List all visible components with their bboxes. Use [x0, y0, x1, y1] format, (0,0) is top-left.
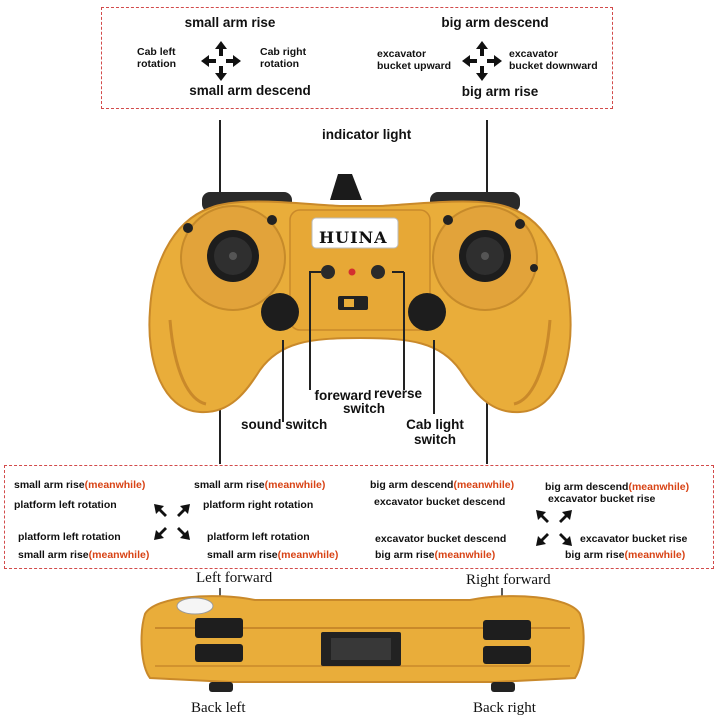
- left-down-label: small arm descend: [189, 83, 311, 98]
- bl-tl-line2: platform left rotation: [14, 499, 117, 511]
- bl-bl-line1: platform left rotation: [18, 531, 121, 543]
- left-stick-cross-arrows-icon: [201, 41, 241, 81]
- controller-image: [148, 174, 572, 414]
- switch-label: switch: [342, 401, 385, 416]
- right-forward-label: Right forward: [466, 572, 551, 588]
- diagonal-legend-box: [4, 465, 714, 569]
- br-tl-label: big arm descend(meanwhile): [370, 479, 515, 491]
- reverse-label: reverse: [373, 386, 423, 401]
- back-right-label: Back right: [473, 700, 536, 716]
- bl-tl-label: small arm rise(meanwhile): [14, 479, 146, 491]
- indicator-light-label: indicator light: [322, 127, 412, 142]
- reverse-leader-line: [403, 272, 405, 390]
- foreward-leader-line: [309, 272, 311, 390]
- bl-tr-line2: platform right rotation: [203, 499, 314, 511]
- controller-front-image: [140, 588, 585, 692]
- sound-leader-line: [282, 340, 284, 422]
- right-stick-cross-arrows-icon: [462, 41, 502, 81]
- br-tr-line2: excavator bucket rise: [548, 493, 656, 505]
- top-legend-box: [101, 7, 613, 109]
- right-down-label: big arm rise: [461, 84, 539, 99]
- reverse-leader-tick: [392, 271, 404, 273]
- left-up-label: small arm rise: [184, 15, 276, 30]
- right-up-label: big arm descend: [441, 15, 549, 30]
- br-bl-line1: excavator bucket descend: [375, 533, 507, 545]
- left-forward-label: Left forward: [196, 570, 273, 586]
- right-diagonal-arrows-icon: [536, 510, 572, 546]
- bl-bl-label: small arm rise(meanwhile): [18, 549, 150, 561]
- back-left-label: Back left: [191, 700, 246, 716]
- br-bl-label: big arm rise(meanwhile): [375, 549, 496, 561]
- sound-switch-label: sound switch: [241, 417, 328, 432]
- bl-tr-label: small arm rise(meanwhile): [194, 479, 326, 491]
- br-tl-line2: excavator bucket descend: [374, 496, 506, 508]
- foreward-switch-label: foreward: [314, 388, 372, 403]
- br-br-label: big arm rise(meanwhile): [565, 549, 686, 561]
- foreward-leader-tick: [309, 271, 321, 273]
- br-br-line1: excavator bucket rise: [580, 533, 688, 545]
- br-tr-label: big arm descend(meanwhile): [545, 481, 690, 493]
- bl-br-label: small arm rise(meanwhile): [207, 549, 339, 561]
- brand-logo: HUINA: [319, 228, 388, 247]
- cablight-leader-line: [433, 340, 435, 414]
- left-diagonal-arrows-icon: [154, 504, 190, 540]
- bl-br-line1: platform left rotation: [207, 531, 310, 543]
